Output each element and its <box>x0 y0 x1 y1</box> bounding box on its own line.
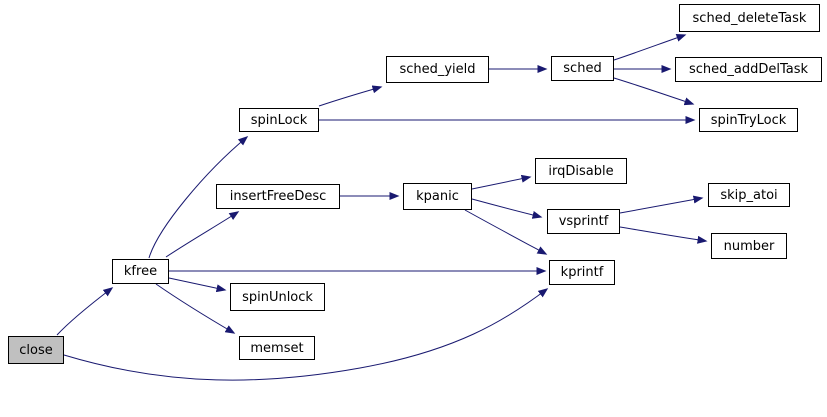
node-spinUnlock[interactable]: spinUnlock <box>230 283 325 311</box>
node-sched_addDelTask[interactable]: sched_addDelTask <box>675 57 822 82</box>
edge-close-kfree <box>56 287 114 336</box>
edge-vsprintf-number <box>619 226 708 244</box>
node-vsprintf[interactable]: vsprintf <box>547 209 620 234</box>
node-sched_deleteTask[interactable]: sched_deleteTask <box>679 4 820 32</box>
node-kpanic[interactable]: kpanic <box>403 183 472 210</box>
edge-sched-sched_deleteTask <box>613 34 687 61</box>
node-label: sched_deleteTask <box>692 10 807 26</box>
node-insertFreeDesc[interactable]: insertFreeDesc <box>216 184 340 209</box>
node-label: sched_addDelTask <box>688 62 809 77</box>
node-label: vsprintf <box>558 214 609 229</box>
edge-close-kprintf <box>63 288 549 381</box>
node-sched_yield[interactable]: sched_yield <box>386 56 489 83</box>
edge-kfree-insertFreeDesc <box>165 211 240 258</box>
edge-spinLock-sched_yield <box>318 85 383 107</box>
node-label: number <box>723 238 775 254</box>
node-label: close <box>19 342 53 358</box>
node-label: kpanic <box>416 189 459 204</box>
node-label: spinUnlock <box>242 289 313 305</box>
node-sched[interactable]: sched <box>551 56 614 81</box>
node-label: spinTryLock <box>710 112 787 128</box>
node-skip_atoi[interactable]: skip_atoi <box>708 183 790 207</box>
node-label: kprintf <box>560 265 604 280</box>
edge-kpanic-kprintf <box>464 209 548 255</box>
edge-kfree-spinUnlock <box>168 277 227 293</box>
node-number[interactable]: number <box>711 233 787 259</box>
node-kprintf[interactable]: kprintf <box>549 260 615 285</box>
node-label: insertFreeDesc <box>229 189 327 204</box>
edge-kfree-spinLock <box>148 136 249 259</box>
edge-sched-spinTryLock <box>613 77 695 106</box>
node-memset[interactable]: memset <box>239 336 315 360</box>
node-kfree[interactable]: kfree <box>112 259 169 284</box>
node-spinTryLock[interactable]: spinTryLock <box>699 108 798 132</box>
node-irqDisable[interactable]: irqDisable <box>535 158 627 184</box>
node-label: sched <box>563 61 602 76</box>
node-label: sched_yield <box>399 62 476 77</box>
node-label: memset <box>250 340 304 356</box>
edge-vsprintf-skip_atoi <box>619 195 704 214</box>
node-label: skip_atoi <box>720 187 778 203</box>
edge-kpanic-irqDisable <box>471 174 532 190</box>
node-spinLock[interactable]: spinLock <box>239 108 319 132</box>
node-close: close <box>8 336 64 364</box>
node-label: kfree <box>123 264 158 279</box>
edge-kpanic-vsprintf <box>471 198 543 219</box>
node-label: irqDisable <box>548 163 614 179</box>
node-label: spinLock <box>250 112 308 128</box>
edge-kfree-memset <box>155 283 236 334</box>
